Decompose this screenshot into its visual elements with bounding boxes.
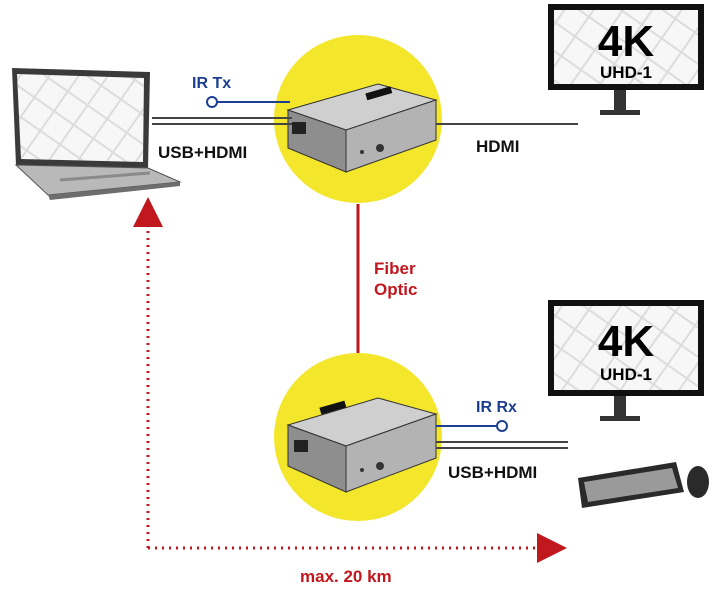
ir-tx-label: IR Tx bbox=[192, 75, 231, 92]
monitor-bottom-4k: 4K bbox=[598, 317, 654, 366]
monitor-top-uhd: UHD-1 bbox=[600, 63, 652, 82]
keyboard-icon bbox=[578, 462, 684, 508]
usb-hdmi-bottom-label: USB+HDMI bbox=[448, 463, 537, 482]
ir-rx-label: IR Rx bbox=[476, 399, 517, 416]
monitor-bottom-uhd: UHD-1 bbox=[600, 365, 652, 384]
laptop-icon bbox=[12, 68, 182, 200]
fiber-label-line1: Fiber bbox=[374, 259, 416, 278]
usb-hdmi-top-label: USB+HDMI bbox=[158, 143, 247, 162]
extender-receiver-icon bbox=[286, 397, 438, 493]
monitor-icon: 4K UHD-1 bbox=[548, 4, 704, 115]
ir-tx-emitter-icon bbox=[206, 96, 218, 108]
fiber-label-line2: Optic bbox=[374, 280, 417, 299]
monitor-top-4k: 4K bbox=[598, 17, 654, 66]
distance-label: max. 20 km bbox=[300, 567, 392, 586]
monitor-icon: 4K UHD-1 bbox=[548, 300, 704, 421]
hdmi-label: HDMI bbox=[476, 137, 519, 156]
extender-transmitter-icon bbox=[286, 83, 438, 173]
mouse-icon bbox=[687, 466, 709, 498]
ir-rx-receiver-icon bbox=[496, 420, 508, 432]
